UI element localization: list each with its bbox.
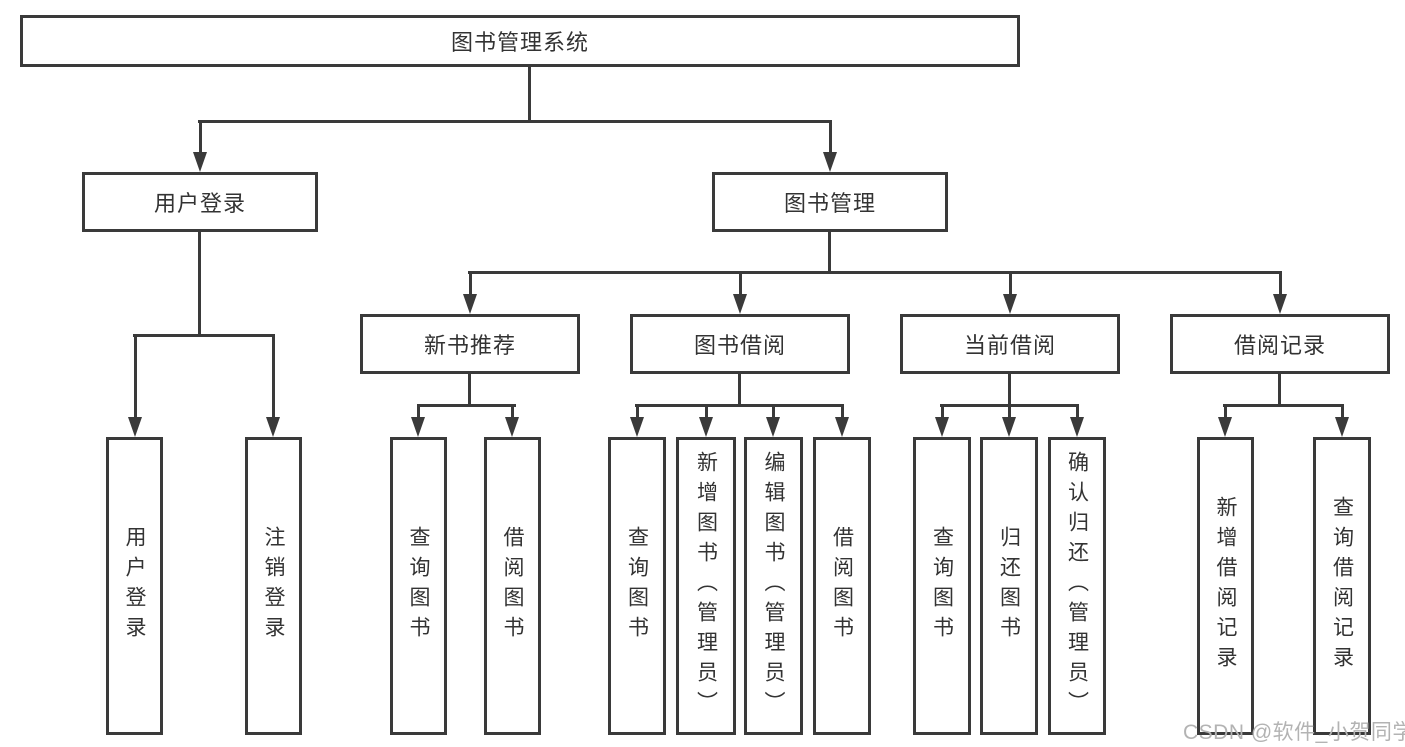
connector-arrow xyxy=(128,336,142,437)
leaf-query-books-1-label: 查询图书 xyxy=(407,526,430,646)
connector-arrow xyxy=(1335,406,1349,437)
connector-line xyxy=(1278,374,1281,406)
leaf-confirm-return-admin-label: 确认归还（管理员） xyxy=(1065,451,1089,721)
connector-arrow xyxy=(699,406,713,437)
connector-line xyxy=(528,67,531,122)
leaf-add-books-admin-label: 新增图书（管理员） xyxy=(694,451,718,721)
leaf-logout-label: 注销登录 xyxy=(262,526,285,646)
leaf-edit-books-admin-label: 编辑图书（管理员） xyxy=(762,451,785,721)
leaf-return-books: 归还图书 xyxy=(980,437,1038,735)
leaf-borrow-books-2: 借阅图书 xyxy=(813,437,871,735)
connector-line xyxy=(468,271,1282,274)
leaf-add-borrow-record-label: 新增借阅记录 xyxy=(1214,496,1237,676)
node-book-management-label: 图书管理 xyxy=(783,191,876,216)
connector-line xyxy=(738,374,741,406)
connector-line xyxy=(468,374,471,406)
connector-arrow xyxy=(505,406,519,437)
leaf-query-books-1: 查询图书 xyxy=(390,437,447,735)
leaf-edit-books-admin: 编辑图书（管理员） xyxy=(744,437,803,735)
node-root: 图书管理系统 xyxy=(20,15,1020,67)
leaf-borrow-books-2-label: 借阅图书 xyxy=(830,526,854,646)
connector-arrow xyxy=(1218,406,1232,437)
leaf-add-borrow-record: 新增借阅记录 xyxy=(1197,437,1254,735)
connector-line xyxy=(198,232,201,336)
connector-arrow xyxy=(1002,406,1016,437)
leaf-user-login: 用户登录 xyxy=(106,437,163,735)
connector-arrow xyxy=(835,406,849,437)
connector-arrow xyxy=(733,273,747,314)
connector-arrow xyxy=(630,406,644,437)
node-current-borrow-label: 当前借阅 xyxy=(963,333,1056,358)
csdn-watermark: CSDN @软件_小贺同学 xyxy=(1183,721,1405,744)
leaf-borrow-books-1-label: 借阅图书 xyxy=(501,526,524,646)
leaf-query-borrow-record-label: 查询借阅记录 xyxy=(1330,496,1354,676)
leaf-user-login-label: 用户登录 xyxy=(123,526,146,646)
leaf-query-books-2-label: 查询图书 xyxy=(625,526,649,646)
connector-arrow xyxy=(1003,273,1017,314)
connector-line xyxy=(828,232,831,273)
node-borrow-records: 借阅记录 xyxy=(1170,314,1390,374)
connector-line xyxy=(1223,404,1344,407)
connector-arrow xyxy=(823,122,837,172)
connector-line xyxy=(1008,374,1011,406)
node-borrow-records-label: 借阅记录 xyxy=(1233,333,1326,358)
connector-arrow xyxy=(193,122,207,172)
leaf-add-books-admin: 新增图书（管理员） xyxy=(676,437,736,735)
connector-line xyxy=(198,120,832,123)
node-book-borrow: 图书借阅 xyxy=(630,314,850,374)
connector-line xyxy=(940,404,1079,407)
leaf-borrow-books-1: 借阅图书 xyxy=(484,437,541,735)
connector-line xyxy=(133,334,275,337)
node-new-book-recommend-label: 新书推荐 xyxy=(423,333,516,358)
connector-arrow xyxy=(1273,273,1287,314)
leaf-return-books-label: 归还图书 xyxy=(997,526,1021,646)
node-book-borrow-label: 图书借阅 xyxy=(693,333,786,358)
connector-arrow xyxy=(935,406,949,437)
node-user-login-label: 用户登录 xyxy=(153,191,246,216)
node-current-borrow: 当前借阅 xyxy=(900,314,1120,374)
connector-arrow xyxy=(1070,406,1084,437)
leaf-query-books-2: 查询图书 xyxy=(608,437,666,735)
connector-arrow xyxy=(766,406,780,437)
leaf-confirm-return-admin: 确认归还（管理员） xyxy=(1048,437,1106,735)
connector-arrow xyxy=(463,273,477,314)
connector-line xyxy=(635,404,844,407)
node-book-management: 图书管理 xyxy=(712,172,948,232)
node-user-login: 用户登录 xyxy=(82,172,318,232)
connector-arrow xyxy=(411,406,425,437)
leaf-query-books-3: 查询图书 xyxy=(913,437,971,735)
node-root-label: 图书管理系统 xyxy=(450,30,589,55)
leaf-logout: 注销登录 xyxy=(245,437,302,735)
leaf-query-books-3-label: 查询图书 xyxy=(930,526,954,646)
node-new-book-recommend: 新书推荐 xyxy=(360,314,580,374)
connector-arrow xyxy=(266,336,280,437)
leaf-query-borrow-record: 查询借阅记录 xyxy=(1313,437,1371,735)
connector-line xyxy=(417,404,516,407)
